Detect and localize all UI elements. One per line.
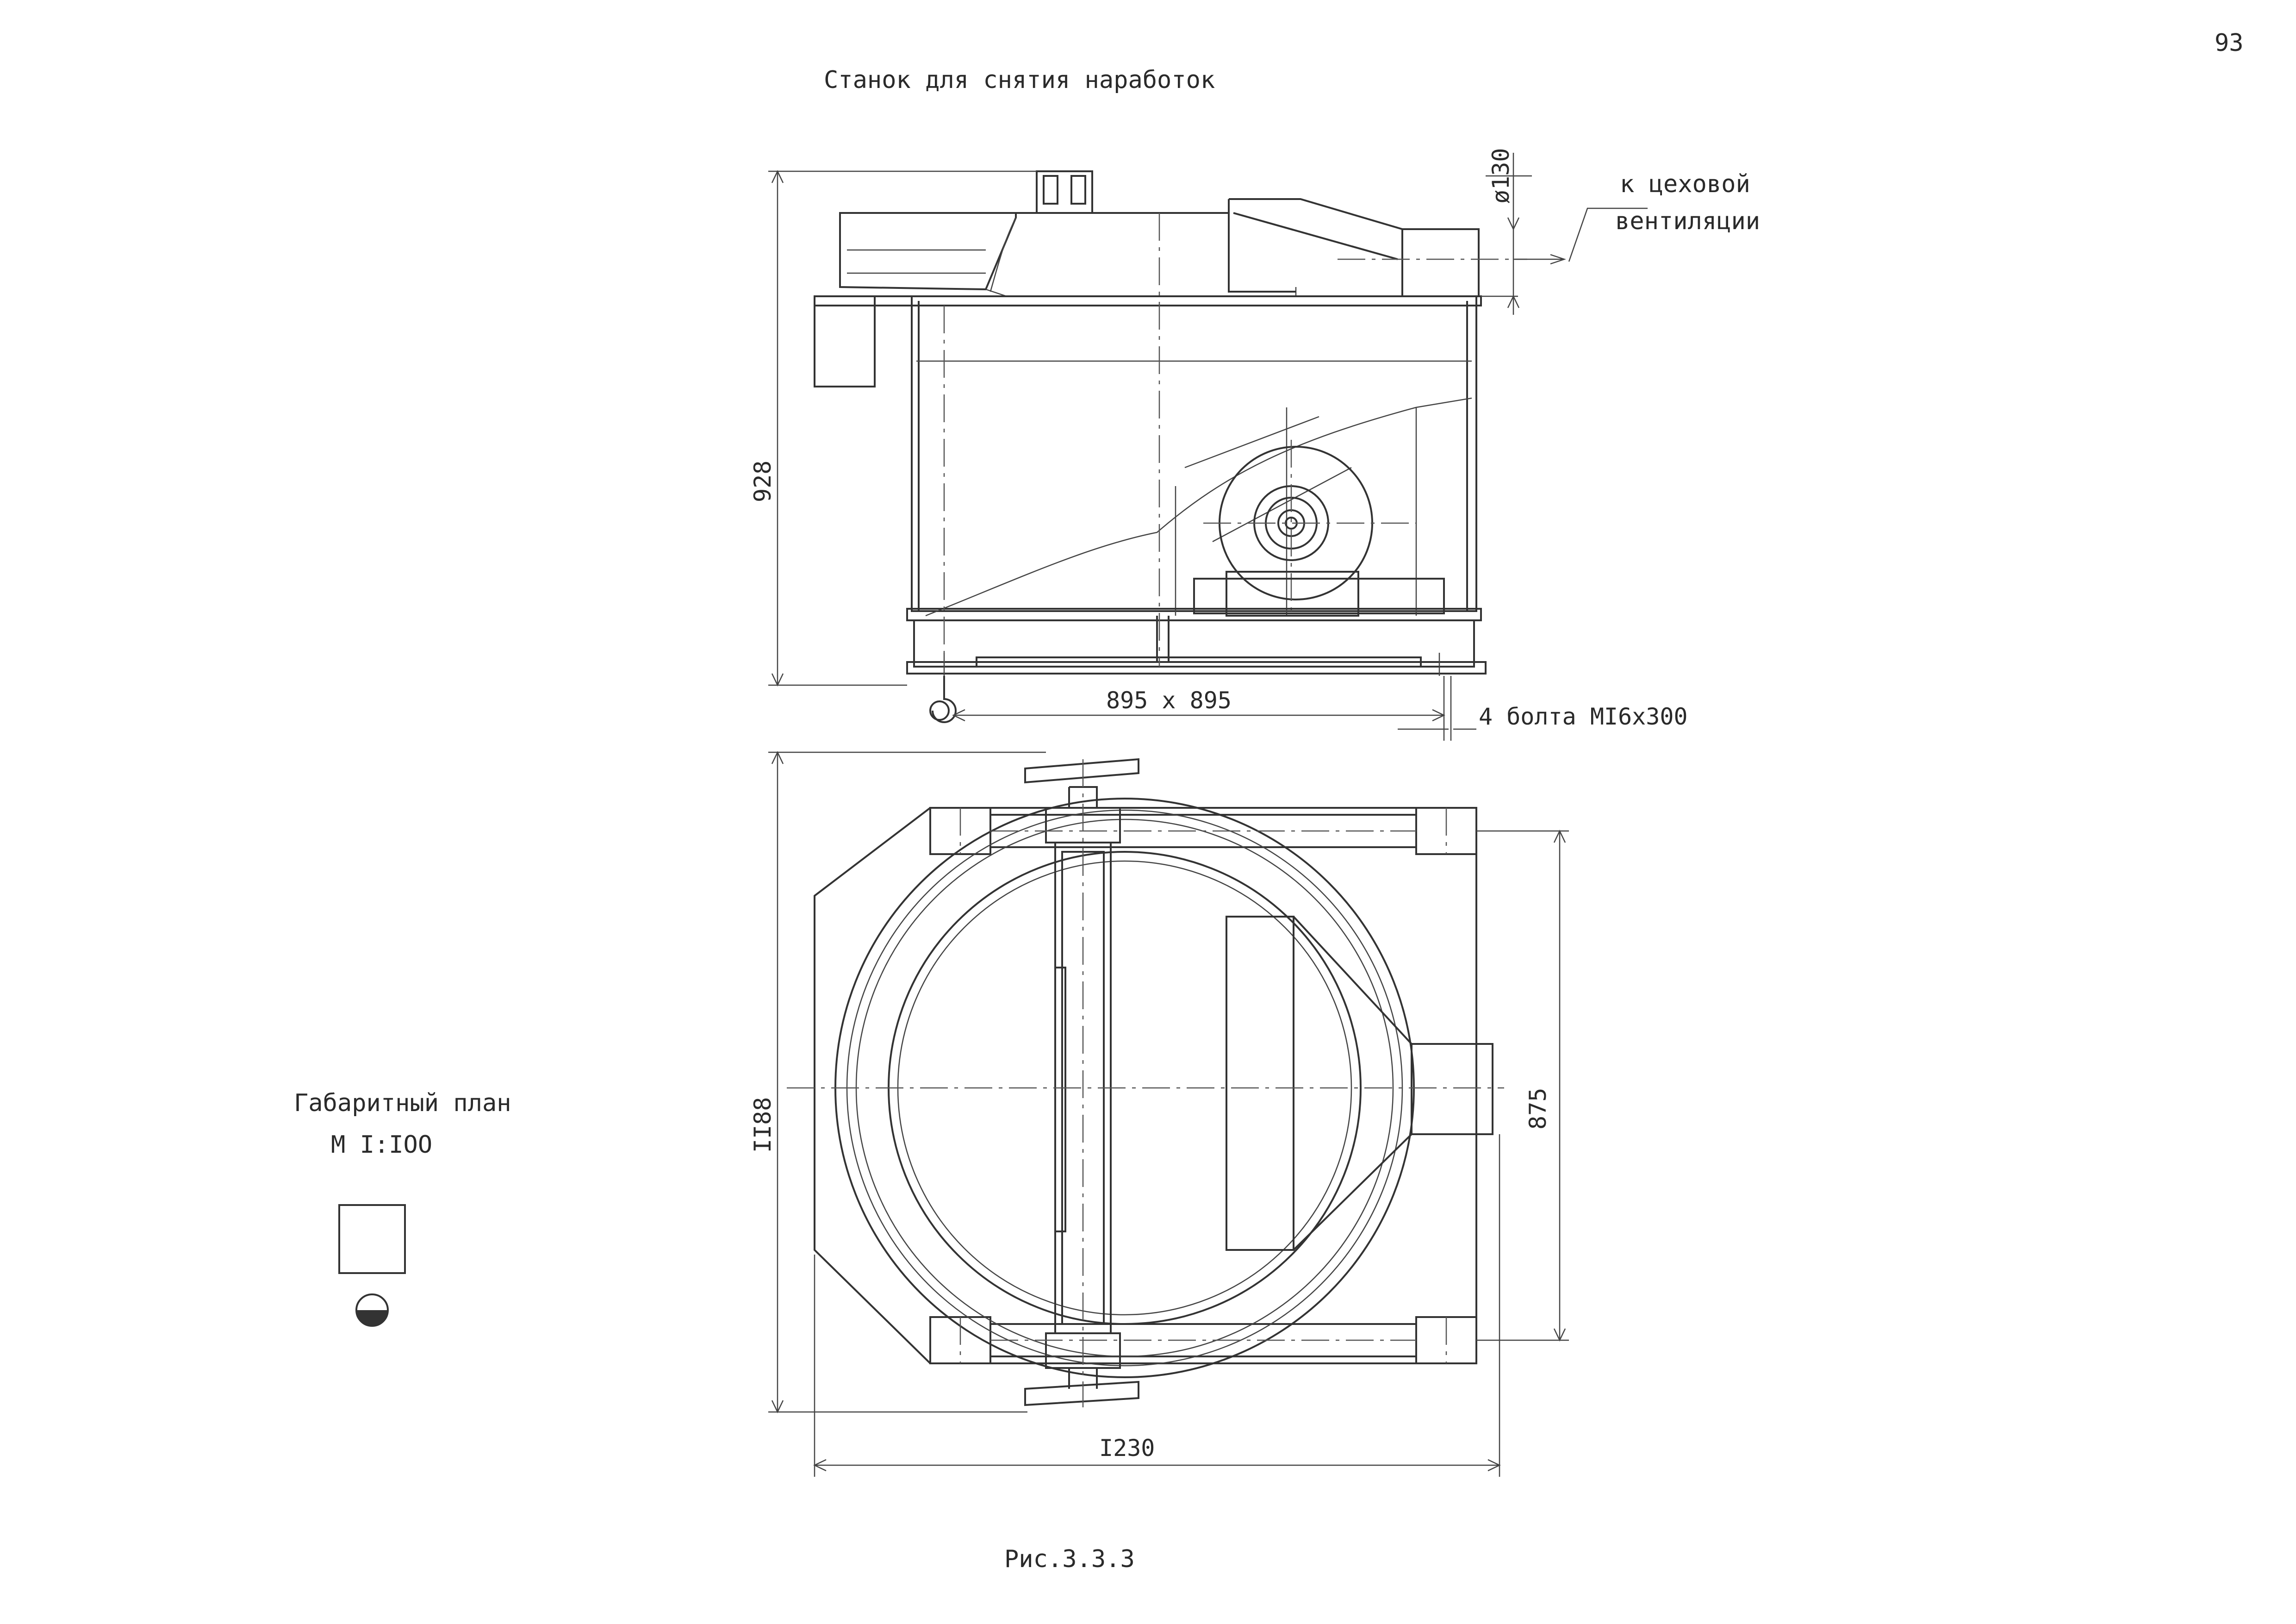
figure-caption: Рис.3.3.3 <box>1004 1545 1135 1573</box>
ventilation-note-line1: к цеховой <box>1620 170 1750 198</box>
side-view-dimension-lines <box>768 153 1648 730</box>
side-elevation-view <box>814 170 1527 741</box>
dim-pitch: 875 <box>1524 1088 1551 1130</box>
legend-title: Габаритный план <box>294 1089 511 1117</box>
legend-building-symbol <box>338 1204 406 1274</box>
ventilation-note-line2: вентиляции <box>1615 207 1760 235</box>
plan-view <box>787 758 1504 1407</box>
dim-height: 928 <box>749 461 776 502</box>
plan-view-dimension-lines <box>768 751 1569 1477</box>
dim-base: 895 х 895 <box>1106 687 1232 714</box>
legend-machine-symbol <box>355 1293 389 1327</box>
legend-scale: М I:IOO <box>331 1131 432 1159</box>
dim-depth: II88 <box>749 1097 776 1153</box>
drawing-title: Станок для снятия наработок <box>824 66 1215 94</box>
dim-bolts: 4 болта МI6х300 <box>1479 703 1688 730</box>
page-number: 93 <box>2215 29 2244 57</box>
dim-width: I230 <box>1099 1435 1155 1462</box>
